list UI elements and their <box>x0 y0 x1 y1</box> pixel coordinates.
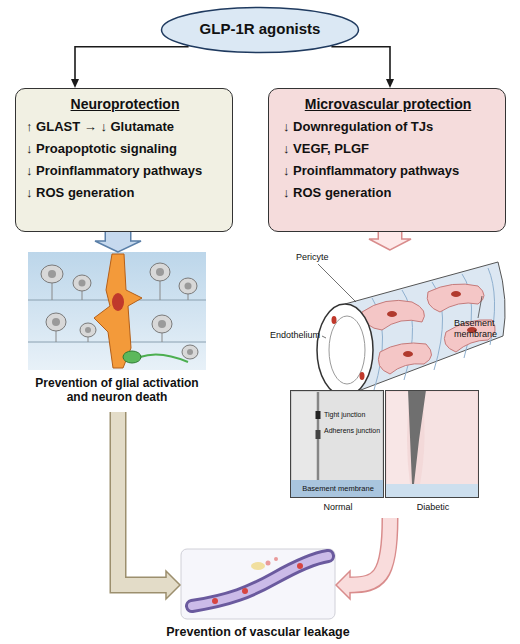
agent-title: GLP-1R agonists <box>160 20 360 38</box>
outcome-figure: Prevention of glial activation and neuro… <box>28 252 206 412</box>
effect-item: ↑ GLAST → ↓ Glutamate <box>26 119 231 135</box>
retina-illustration <box>28 252 206 370</box>
connector <box>336 518 390 599</box>
block-arrow-outline <box>378 232 403 239</box>
basement-band <box>290 480 384 498</box>
effect-item: ↓ Proapoptotic signaling <box>26 141 231 157</box>
box-heading: Neuroprotection <box>16 96 234 113</box>
block-arrow-fill <box>106 232 130 244</box>
effect-item: ↓ ROS generation <box>26 185 231 201</box>
microglia-process <box>140 354 188 362</box>
diabetic-junction-panel <box>385 390 479 498</box>
blood-cells <box>212 563 303 604</box>
arrow-head <box>71 79 79 88</box>
capillary-end <box>317 304 373 396</box>
part-label: Tight junction <box>324 411 384 419</box>
arrow-head <box>95 241 141 252</box>
cell <box>292 392 316 480</box>
effect-box: Neuroprotection ↑ GLAST → ↓ Glutamate ↓ Pr… <box>15 88 233 232</box>
outcome-caption: Prevention of vascular leakage <box>128 625 388 640</box>
cell <box>387 392 410 484</box>
panel-label: Normal <box>291 502 385 513</box>
arrow-head <box>386 79 394 88</box>
leakage-illustration <box>181 549 335 619</box>
muller-cell <box>94 254 142 368</box>
cell <box>420 392 477 484</box>
effect-item: ↓ ROS generation <box>283 185 503 201</box>
agent-ellipse: GLP-1R agonists <box>160 6 360 54</box>
connector <box>118 412 180 599</box>
part-label: Basement membrane <box>291 484 385 493</box>
junction-panel: Tight junctionAdherens junctionBasement … <box>290 390 384 498</box>
endothelial-nuclei <box>332 316 365 380</box>
capillary-lumen <box>329 316 365 384</box>
muller-nucleus <box>112 293 124 311</box>
junction-panel: Diabetic <box>385 390 479 498</box>
retina-background <box>28 252 206 370</box>
block-arrow-fill <box>118 412 169 585</box>
outcome-caption: Prevention of glial activation and neuro… <box>28 376 206 405</box>
leak-gap <box>408 390 426 484</box>
effect-box: Microvascular protection ↓ Downregulation… <box>268 88 506 232</box>
vessel-wall <box>192 556 328 606</box>
effect-item: ↓ Downregulation of TJs <box>283 119 503 135</box>
panel-background <box>290 390 384 480</box>
leakage-background <box>181 549 335 619</box>
arrow-head <box>166 571 180 599</box>
panel-background <box>385 390 479 484</box>
connector <box>331 47 394 88</box>
tight-junction-mark <box>316 411 321 419</box>
cell <box>320 392 382 480</box>
part-label: Basement membrane <box>454 318 510 340</box>
panel-label: Diabetic <box>386 502 480 513</box>
connector-line <box>75 47 189 80</box>
part-label: Endothelium <box>270 330 324 341</box>
basement-band <box>385 484 479 498</box>
block-arrow-outline <box>350 518 390 585</box>
leak-blob <box>251 562 265 570</box>
box-heading: Microvascular protection <box>269 96 507 113</box>
block-arrow-fill <box>379 232 401 242</box>
effect-item: ↓ Proinflammatory pathways <box>26 163 231 179</box>
outcome-figure: Prevention of vascular leakage <box>180 548 336 620</box>
block-arrow-outline <box>105 232 132 241</box>
connector <box>71 47 189 88</box>
microglia-cell <box>123 351 141 363</box>
connector <box>95 232 141 252</box>
effect-item: ↓ VEGF, PLGF <box>283 141 503 157</box>
leaked-cell <box>274 557 278 561</box>
arrow-head <box>336 571 350 599</box>
effect-item: ↓ Proinflammatory pathways <box>283 163 503 179</box>
arrow-head <box>369 239 411 250</box>
capillary-figure: PericyteEndotheliumBasement membraneTigh… <box>268 250 513 518</box>
leaked-cell <box>266 561 271 566</box>
connector-line <box>331 47 390 80</box>
block-arrow-fill <box>348 518 391 585</box>
part-label: Pericyte <box>296 252 346 263</box>
block-arrow-outline <box>118 412 166 585</box>
adherens-junction-mark <box>316 430 321 439</box>
connector <box>369 232 411 250</box>
vessel-lumen <box>192 556 328 606</box>
part-label: Adherens junction <box>324 427 384 435</box>
normal-junction-panel <box>290 390 384 498</box>
